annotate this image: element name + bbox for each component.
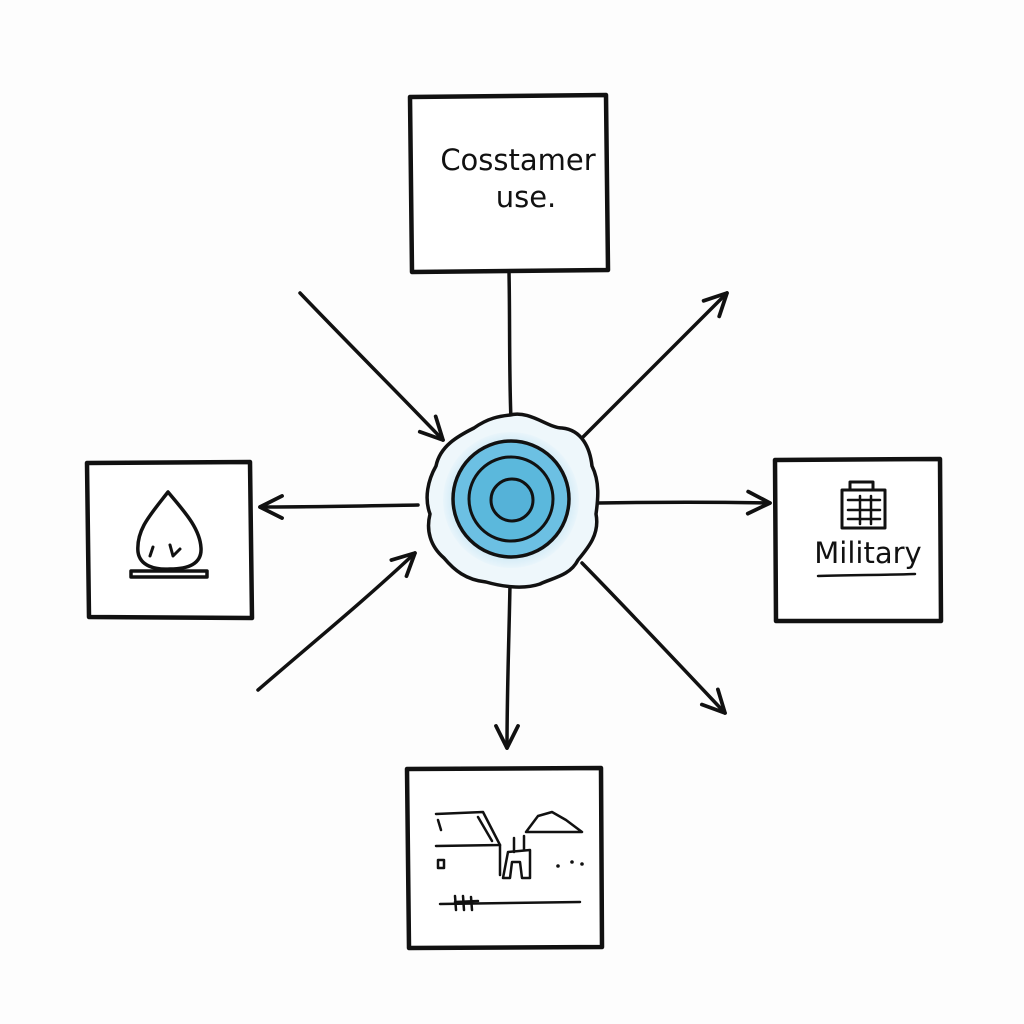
arrow-to-bottom-box bbox=[494, 582, 520, 750]
connector-top bbox=[507, 270, 513, 422]
connectors bbox=[256, 270, 772, 750]
node-top-label-line2: use. bbox=[496, 180, 557, 214]
node-right[interactable]: Military bbox=[772, 456, 944, 624]
node-top[interactable]: Cosstamer use. bbox=[407, 92, 611, 275]
node-top-frame bbox=[407, 92, 611, 275]
node-bottom-frame bbox=[404, 765, 605, 951]
node-top-label-line1: Cosstamer bbox=[440, 143, 595, 177]
node-left[interactable] bbox=[84, 459, 255, 621]
arrow-to-left-box bbox=[258, 494, 420, 520]
arrow-out-to-top-right bbox=[578, 291, 729, 442]
arrow-in-from-top-left bbox=[298, 291, 445, 442]
arrow-to-right-box bbox=[596, 489, 772, 516]
landscape-sketch-icon bbox=[434, 810, 584, 912]
concentric-circles-hub-icon bbox=[425, 412, 600, 589]
arrow-in-from-bottom-left bbox=[256, 551, 417, 692]
node-right-label-underline bbox=[816, 572, 917, 578]
node-right-label: Military bbox=[814, 536, 921, 570]
node-bottom[interactable] bbox=[404, 765, 605, 951]
node-right-frame bbox=[772, 456, 944, 624]
node-left-frame bbox=[84, 459, 255, 621]
flame-icon bbox=[129, 490, 209, 579]
briefcase-icon bbox=[840, 480, 887, 530]
arrow-out-to-bottom-right bbox=[580, 561, 727, 715]
hub-inner-circle bbox=[489, 477, 535, 523]
